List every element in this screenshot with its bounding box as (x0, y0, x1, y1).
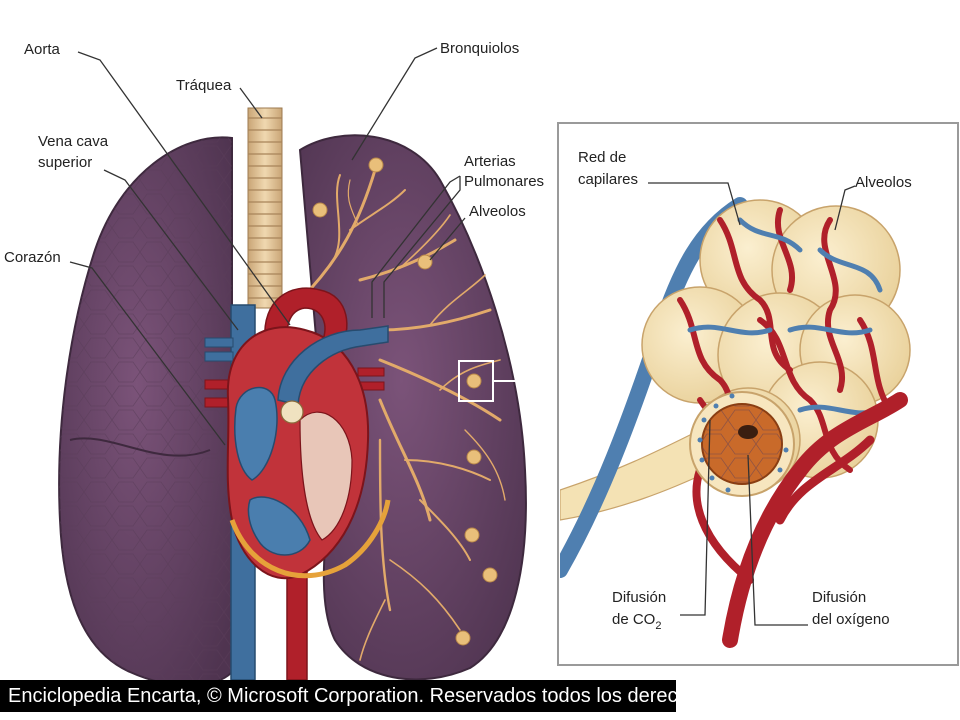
label-red-line1: Red de (578, 149, 626, 166)
label-corazon: Corazón (4, 249, 61, 266)
label-bronquiolos: Bronquiolos (440, 40, 519, 57)
bronchi-tree (298, 168, 506, 661)
label-vena-cava-line2: superior (38, 154, 92, 171)
label-co2-line2: de CO2 (612, 611, 661, 632)
label-aorta: Aorta (24, 41, 61, 58)
alveoli-clusters-left (312, 157, 498, 646)
label-alveolos-zoom: Alveolos (855, 174, 912, 191)
right-lung (298, 134, 527, 681)
trachea (247, 107, 283, 309)
left-lung (58, 136, 233, 687)
label-oxigeno-line1: Difusión (812, 589, 866, 606)
heart (204, 287, 391, 681)
copyright-caption: Enciclopedia Encarta, © Microsoft Corpor… (0, 680, 715, 712)
label-alveolos-lung: Alveolos (469, 203, 526, 220)
label-arterias-line1: Arterias (464, 153, 516, 170)
label-red-line2: capilares (578, 171, 638, 188)
label-oxigeno-line2: del oxígeno (812, 611, 890, 628)
label-vena-cava-line1: Vena cava (38, 133, 109, 150)
zoom-panel (557, 122, 959, 666)
labels: Aorta Tráquea Vena cava superior Corazón… (4, 40, 912, 632)
leader-lines (69, 47, 856, 626)
label-co2-line1: Difusión (612, 589, 666, 606)
label-arterias-line2: Pulmonares (464, 173, 544, 190)
label-traquea: Tráquea (176, 77, 232, 94)
